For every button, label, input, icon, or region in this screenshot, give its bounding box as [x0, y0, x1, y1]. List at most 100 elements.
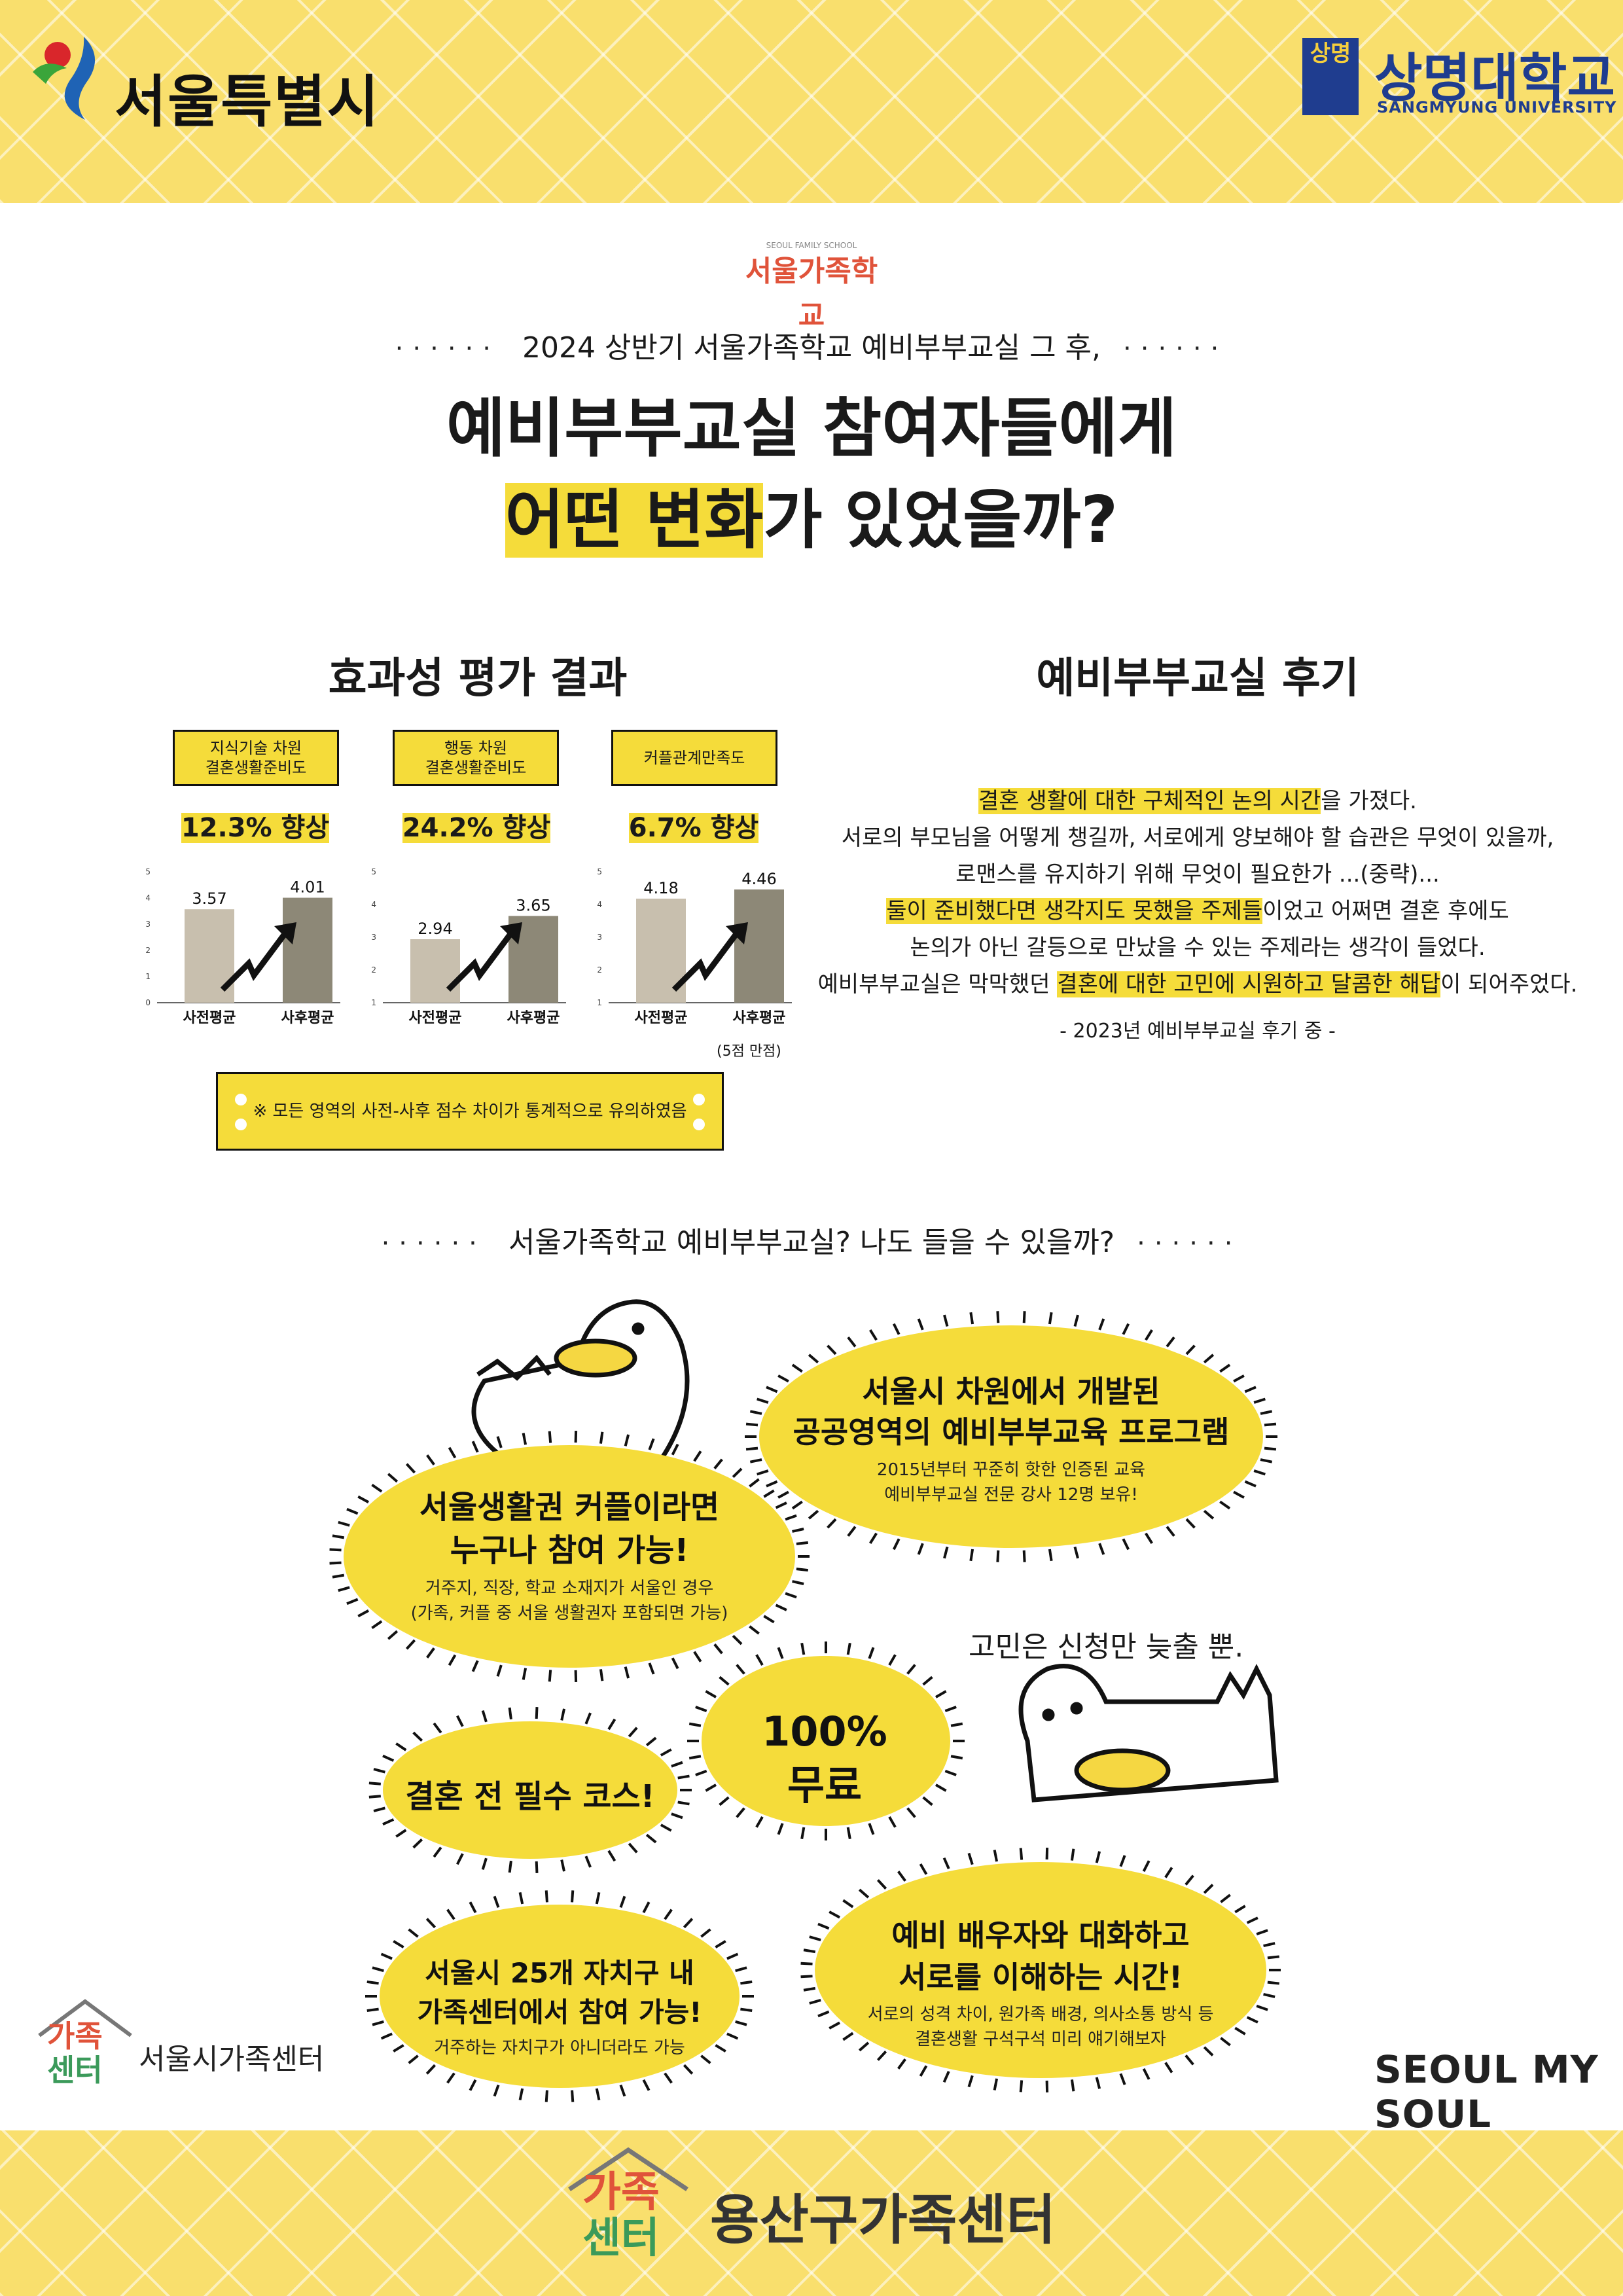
duck-character-icon: [1018, 1664, 1279, 1803]
bubble-spike: [1264, 1422, 1277, 1427]
bubble-spike: [1260, 1410, 1273, 1415]
bubble-spike: [935, 1690, 947, 1698]
bubble-spike: [366, 2007, 379, 2013]
bubble-spike: [642, 1901, 651, 1914]
bubble-spike: [380, 1952, 393, 1960]
chart-y-tick-label: 1: [145, 972, 151, 981]
notice-dot: [235, 1119, 247, 1130]
bubble-spike: [408, 1928, 419, 1938]
bubble-spike: [1253, 1397, 1266, 1404]
chart-y-tick-label: 4: [145, 893, 151, 903]
bubble-spike: [1145, 1532, 1153, 1544]
notice-dot: [235, 1094, 247, 1105]
bubble-spike: [993, 1850, 999, 1862]
bubble-spike: [338, 1520, 350, 1527]
bubble-spike: [749, 1410, 762, 1415]
bubble-spike: [763, 1615, 775, 1624]
bubble-spike: [1267, 1955, 1279, 1960]
bubble-spike: [1244, 1386, 1257, 1393]
bubble-spike: [944, 1769, 957, 1776]
bubble-spike: [405, 1463, 416, 1474]
bubble-spike: [346, 1598, 359, 1605]
bubble-spike: [817, 2010, 830, 2018]
seoul-my-soul-logo: SEOUL MY SOUL: [1374, 2047, 1599, 2136]
bubble-spike: [808, 1509, 819, 1520]
bubble-spike: [677, 1774, 690, 1780]
bubble-spike: [736, 1807, 745, 1818]
bubble-spike: [869, 1329, 878, 1341]
bubble-spike: [346, 1507, 359, 1515]
bubble-spike: [373, 1768, 385, 1774]
bubble-spike: [740, 2007, 753, 2013]
chart-value-label: 4.46: [741, 870, 776, 888]
bubble-spike: [456, 1853, 464, 1865]
bubble-spike: [496, 1436, 503, 1448]
chart-value-label: 4.18: [643, 879, 678, 897]
bubble-spike: [660, 1823, 672, 1832]
bubble-spike: [736, 1664, 745, 1675]
chart2-improvement: 24.2% 향상: [402, 813, 551, 843]
bubble-spike: [719, 1676, 730, 1686]
trend-arrow-icon: [220, 932, 287, 992]
bubble-spike: [677, 1801, 690, 1806]
chart-category-label: 사후평균: [507, 1010, 560, 1026]
bubble-spike: [1267, 1981, 1279, 1985]
bubble-spike: [1185, 1874, 1194, 1886]
bubble-spike: [792, 1580, 804, 1585]
university-name: 상명대학교: [1374, 48, 1615, 109]
bubble-spike: [967, 1852, 974, 1865]
bubble-spike: [869, 1532, 878, 1544]
bubble-spike: [481, 1857, 488, 1871]
school-logo-sub: SEOUL FAMILY SCHOOL: [766, 241, 857, 250]
bubble-spike: [993, 2078, 999, 2090]
chart-category-label: 사전평균: [409, 1010, 462, 1026]
bubble-spike: [943, 1314, 949, 1327]
bubble-spike: [846, 1642, 851, 1655]
bubble-spike: [393, 1940, 404, 1948]
bubble-spike: [719, 1796, 730, 1806]
seoul-city-logo: 서울특별시: [115, 69, 380, 135]
chart-y-tick-label: 3: [597, 933, 602, 942]
university-name-en: SANGMYUNG UNIVERSITY: [1377, 98, 1617, 117]
bubble-spike: [382, 1754, 395, 1762]
bubble-spike: [448, 1654, 457, 1666]
review-line-6: 예비부부교실은 막막했던 결혼에 대한 고민에 시원하고 달콤한 해답이 되어주…: [817, 971, 1578, 997]
bubble-spike: [671, 1657, 679, 1670]
bubble-spike: [357, 1495, 370, 1503]
bubble-spike: [755, 1816, 764, 1828]
bubble-spike: [1022, 1550, 1026, 1562]
bubble-spike: [897, 1871, 906, 1882]
bubble-spike: [624, 1666, 630, 1679]
bubble-spike: [763, 1489, 775, 1498]
bubble-spike: [1070, 1848, 1075, 1861]
bubble-spike: [917, 1543, 924, 1555]
bubble-spike: [368, 1795, 381, 1799]
bubble-spike: [1233, 1374, 1245, 1383]
bubble-spike: [766, 1386, 778, 1393]
bubble-spike: [749, 1458, 762, 1463]
bubble-spike: [726, 2032, 739, 2040]
bubble-spike: [1145, 1329, 1153, 1341]
bubble-spike: [785, 1592, 797, 1599]
yongsan-family-center-logo: 용산구가족센터: [710, 2189, 1056, 2251]
bubble-spike: [1219, 1363, 1231, 1373]
chart-y-tick-label: 5: [597, 867, 602, 876]
family-center-mark: 가족 센터: [47, 2018, 103, 2088]
bubble-spike: [715, 2044, 726, 2053]
bubble-spike: [1119, 2073, 1126, 2085]
bubble-spike: [1256, 1929, 1268, 1936]
bubble-spike: [387, 1630, 399, 1640]
bubble-spike: [919, 2065, 928, 2077]
bubble-spike: [922, 1676, 933, 1686]
bubble-spike: [766, 1480, 778, 1488]
bubble-spike: [1122, 1538, 1130, 1551]
bubble-spike: [544, 2090, 548, 2102]
bubble-spike: [715, 1940, 726, 1948]
bubble-spike: [393, 2044, 404, 2053]
bubble-spike: [944, 1706, 957, 1713]
bubble-spike: [481, 1710, 488, 1723]
chart-y-tick-label: 2: [597, 965, 602, 975]
chart-y-tick-label: 5: [145, 867, 151, 876]
bubble-spike: [1019, 2080, 1024, 2092]
trend-arrow-head-icon: [500, 922, 522, 944]
